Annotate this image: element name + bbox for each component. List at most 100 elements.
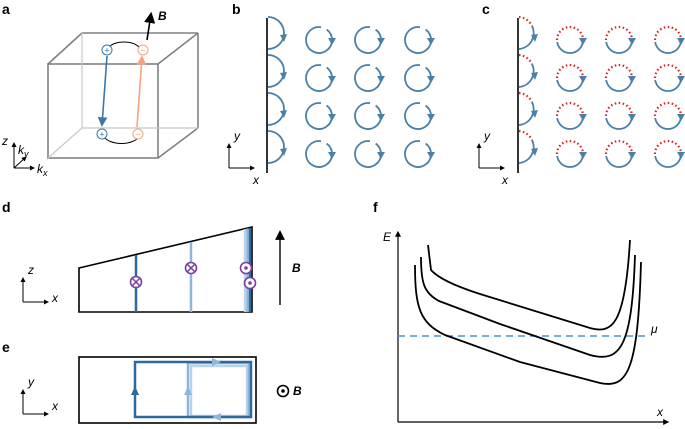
- panel-f: f E x μ: [373, 199, 670, 425]
- orbit-arrowhead: [628, 152, 636, 159]
- landau-level-3: [414, 261, 642, 385]
- weyl-node-minus-bottom: −: [132, 128, 144, 140]
- cyclotron-orbit: [354, 64, 385, 92]
- axis-kx-label: kx: [37, 162, 48, 178]
- cyclotron-orbit: [404, 102, 435, 130]
- orbit-arrowhead: [427, 76, 435, 83]
- arrow-right-mid: [212, 358, 221, 366]
- dotted-segment: [604, 25, 634, 41]
- axes-e: [20, 389, 49, 417]
- cube-hidden-edges: [47, 33, 198, 159]
- panel-d: d B z x: [2, 199, 301, 313]
- cyclotron-orbits-b: [267, 16, 435, 168]
- orbit-arrowhead: [579, 152, 587, 159]
- weyl-node-plus-bottom: +: [96, 128, 108, 140]
- axis-y-label-c: y: [483, 129, 491, 143]
- orbit-arrowhead: [328, 76, 336, 83]
- orbit-arrowhead: [677, 114, 685, 121]
- weyl-node-minus-top: −: [137, 44, 149, 56]
- dotted-segment: [604, 139, 634, 155]
- cyclotron-orbit: [604, 139, 636, 168]
- svg-text:+: +: [99, 130, 104, 140]
- orbit-arrowhead: [677, 152, 685, 159]
- panel-d-label: d: [2, 199, 11, 215]
- cyclotron-orbits-c: [518, 15, 685, 168]
- axis-y-label-b: y: [233, 129, 241, 143]
- svg-text:−: −: [135, 130, 140, 140]
- orbit-arrowhead: [427, 38, 435, 45]
- skipping-orbit: [267, 92, 287, 126]
- axis-x-label-e: x: [51, 399, 59, 413]
- axis-z-label-d: z: [27, 263, 34, 277]
- orbit-arrowhead: [377, 114, 385, 121]
- axes-d: [20, 277, 49, 305]
- panel-a: a + − + −: [1, 1, 199, 178]
- cyclotron-orbit: [354, 26, 385, 54]
- skipping-orbit: [518, 91, 538, 126]
- orbit-arrowhead: [579, 114, 587, 121]
- orbit-arrowhead: [628, 76, 636, 83]
- arrow-left-mid: [212, 413, 221, 421]
- axes-c: [476, 143, 505, 171]
- axes-a: [11, 142, 35, 171]
- cyclotron-orbit: [404, 26, 435, 54]
- cube: [47, 32, 199, 159]
- orbit-arrowhead: [628, 38, 636, 45]
- axis-x-label-d: x: [51, 291, 59, 305]
- orbit-arrowhead: [377, 38, 385, 45]
- orbit-arrowhead: [377, 152, 385, 159]
- orbit-arrowhead: [377, 76, 385, 83]
- dotted-segment: [604, 101, 634, 117]
- panel-c: c y x: [476, 1, 685, 187]
- axis-x-label-b: x: [252, 173, 260, 187]
- landau-level-1: [427, 239, 631, 331]
- b-field-out-of-page-e: [276, 384, 290, 398]
- cyclotron-orbit: [555, 101, 587, 130]
- svg-text:−: −: [140, 46, 145, 56]
- cyclotron-orbit: [604, 101, 636, 130]
- orbit-arrowhead: [677, 76, 685, 83]
- svg-text:+: +: [104, 46, 109, 56]
- cyclotron-orbit: [354, 102, 385, 130]
- dotted-segment: [555, 63, 585, 79]
- axis-e-label: E: [383, 230, 392, 244]
- skipping-orbit: [518, 129, 538, 164]
- panel-b: b y x: [226, 1, 435, 187]
- b-field-label-d: B: [292, 261, 301, 275]
- axis-ky-label: ky: [18, 143, 29, 159]
- orbit-arrowhead: [677, 38, 685, 45]
- slab-top-view: [78, 356, 257, 424]
- arrow-up-dark: [131, 386, 139, 395]
- current-out-of-page-1: [239, 261, 253, 275]
- current-into-page-2: [184, 261, 198, 275]
- cyclotron-orbit: [653, 101, 685, 130]
- skipping-orbit: [267, 16, 287, 50]
- skipping-orbit: [267, 130, 287, 164]
- axes-b: [226, 143, 255, 171]
- panel-e-label: e: [2, 339, 10, 355]
- cyclotron-orbit: [555, 139, 587, 168]
- panel-a-label: a: [2, 1, 10, 17]
- orbit-arrowhead: [427, 114, 435, 121]
- cyclotron-orbit: [354, 140, 385, 168]
- orbit-arrowhead: [328, 114, 336, 121]
- dotted-segment: [555, 101, 585, 117]
- arrow-up-mid: [184, 386, 192, 395]
- orbit-arrowhead: [328, 152, 336, 159]
- cyclotron-orbit: [604, 63, 636, 92]
- panel-f-label: f: [373, 199, 378, 215]
- skipping-orbit: [518, 15, 538, 50]
- cyclotron-orbit: [653, 63, 685, 92]
- top-link-arc: [107, 41, 141, 49]
- skipping-orbit: [267, 54, 287, 88]
- b-field-arrow-a: [144, 11, 156, 41]
- axis-y-label-e: y: [27, 375, 35, 389]
- panel-e: e B y x: [2, 339, 302, 424]
- dotted-segment: [555, 25, 585, 41]
- cyclotron-orbit: [404, 140, 435, 168]
- axis-x-label-c: x: [501, 173, 509, 187]
- dotted-segment: [653, 25, 683, 41]
- weyl-node-plus-top: +: [101, 44, 113, 56]
- current-into-page-1: [129, 275, 143, 289]
- b-field-label-e: B: [293, 384, 302, 398]
